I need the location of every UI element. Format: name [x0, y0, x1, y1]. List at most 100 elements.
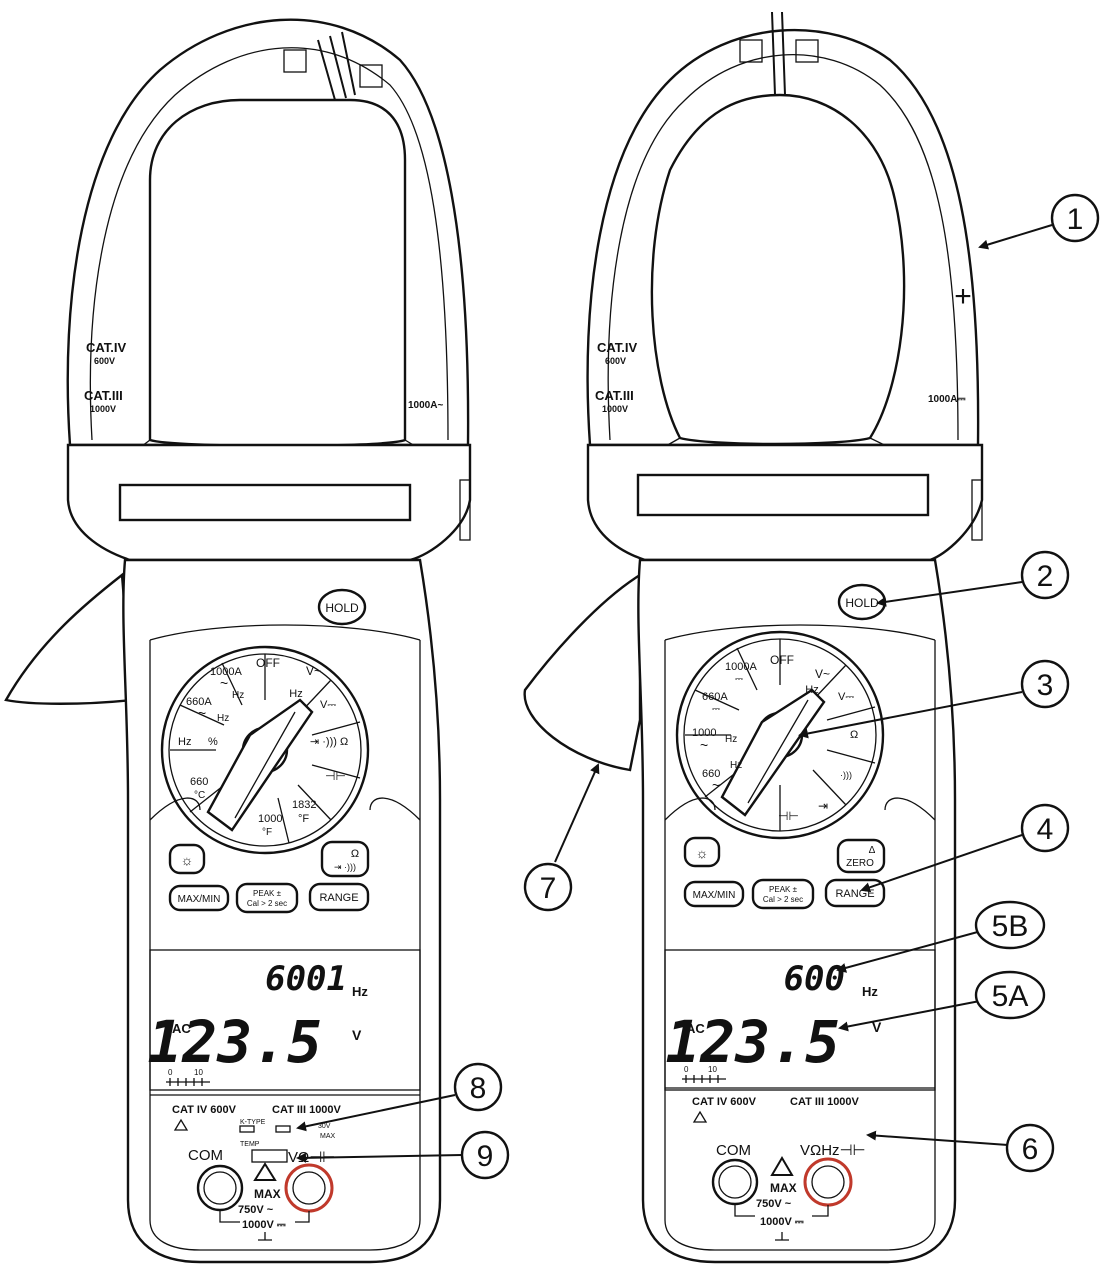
callout-9-label: 9 — [477, 1140, 494, 1173]
right-meter: + CAT.IV 600V CAT.III 1000V 1000A⎓ HOLD — [523, 11, 984, 1264]
left-jaw-rating: 1000A~ — [408, 400, 443, 411]
callout-2 — [1020, 550, 1070, 600]
callout-9-arrow — [296, 1152, 463, 1163]
right-cat4-volt: 600V — [605, 356, 626, 366]
callout-7-label: 7 — [540, 872, 557, 905]
left-dial-660a-ac: ~ — [198, 705, 206, 721]
left-dial-f2: °F — [262, 827, 272, 838]
right-dial-1000-hz: Hz — [725, 734, 737, 745]
left-cat3-volt: 1000V — [90, 404, 116, 414]
right-zero-button[interactable] — [836, 838, 886, 874]
right-maxmin-button[interactable] — [683, 880, 745, 908]
left-maxmin-button[interactable] — [168, 884, 230, 912]
right-jaw-opening — [650, 93, 906, 446]
left-dial-off: OFF — [256, 656, 280, 670]
left-bottom-cat3: CAT III 1000V — [272, 1104, 342, 1116]
callout-8-label: 8 — [470, 1072, 487, 1105]
left-30v-label: 30V — [318, 1123, 331, 1130]
right-dial-knob[interactable] — [720, 688, 826, 817]
callout-5b — [974, 900, 1046, 950]
left-hold-button[interactable] — [317, 588, 367, 626]
left-maxmin-label: MAX/MIN — [178, 894, 221, 905]
left-temp-socket — [251, 1149, 288, 1163]
right-dial-vdc: V⎓ — [838, 691, 854, 703]
left-temp-label: TEMP — [240, 1141, 260, 1148]
left-dial-vdc: V⎓ — [320, 699, 336, 711]
left-backlight-button[interactable] — [168, 843, 206, 875]
callout-7 — [523, 862, 573, 912]
right-dial-660a-dc: ⎓ — [712, 704, 720, 715]
left-lcd-main: 123.5 — [147, 1008, 322, 1076]
right-jaw-mark-2 — [795, 39, 819, 63]
right-lcd-mode: AC — [686, 1021, 705, 1036]
right-lcd-bar-0: 0 — [684, 1065, 689, 1074]
right-cat3-volt: 1000V — [602, 404, 628, 414]
left-dial-1000a-ac: ~ — [220, 675, 228, 691]
callout-8-arrow — [296, 1094, 456, 1132]
callout-5a — [974, 970, 1046, 1020]
right-dial-1000: 1000 — [692, 727, 716, 739]
right-dial-660-ac: ~ — [712, 777, 720, 793]
left-com-label: COM — [188, 1147, 223, 1164]
callout-3-arrow — [798, 691, 1023, 739]
left-warning-icon — [173, 1118, 189, 1131]
left-diode-icon: ⇥ ·))) — [334, 862, 356, 872]
left-ktype-label: K-TYPE — [240, 1119, 266, 1126]
left-backlight-icon: ☼ — [181, 852, 194, 868]
right-1000v-label: 1000V ⎓ — [760, 1216, 804, 1228]
left-cat4-label: CAT.IV — [86, 340, 127, 355]
right-vohm-label: VΩHz⊣⊢ — [800, 1142, 866, 1159]
left-ohm-diode-button[interactable] — [320, 840, 370, 878]
right-lcd-bar-10: 10 — [708, 1065, 717, 1074]
right-lcd-bargraph — [682, 1075, 726, 1083]
callout-7-arrow — [554, 763, 600, 863]
left-lcd-secondary: 6001 — [265, 959, 347, 999]
right-range-label: RANGE — [835, 888, 874, 900]
callout-2-arrow — [876, 581, 1023, 607]
right-dial-1000a-dc: ⎓ — [735, 674, 743, 685]
callout-1-label: 1 — [1067, 203, 1084, 236]
callout-4-arrow — [860, 834, 1023, 893]
right-plus-mark: + — [954, 280, 972, 313]
left-rotary-dial[interactable]: OFF V~ Hz V⎓ ⇥ ·))) Ω ⊣⊢ 1832 °F 1000 °F… — [160, 645, 370, 855]
right-maxmin-label: MAX/MIN — [693, 890, 736, 901]
left-dial-ohm: ⇥ ·))) Ω — [310, 736, 348, 748]
left-cat4-volt: 600V — [94, 356, 115, 366]
right-max-label: MAX — [770, 1181, 797, 1195]
right-peak-label-1: PEAK ± — [769, 885, 798, 894]
callout-6-label: 6 — [1022, 1133, 1039, 1166]
left-dial-pct: % — [208, 736, 218, 748]
right-peak-button[interactable] — [751, 878, 815, 910]
callouts: 1 2 3 4 5B 5A 6 7 8 9 — [296, 193, 1100, 1180]
callout-3 — [1020, 659, 1070, 709]
left-dial-vac: V~ — [306, 664, 321, 678]
left-dial-1000: 1000 — [258, 813, 282, 825]
left-hold-label: HOLD — [325, 601, 359, 615]
left-lcd-secondary-unit: Hz — [352, 984, 368, 999]
left-range-button[interactable] — [308, 882, 370, 912]
right-warning-icon — [692, 1110, 708, 1123]
right-rotary-dial[interactable]: OFF V~ Hz V⎓ Ω ·))) ⇥ ⊣⊢ 660 Hz ~ 1000 H… — [675, 630, 885, 840]
right-dial-hz: Hz — [805, 684, 818, 696]
right-backlight-button[interactable] — [683, 836, 721, 868]
left-dial-knob[interactable] — [206, 698, 314, 832]
right-dial-1000a: 1000A — [725, 661, 757, 673]
callout-3-label: 3 — [1037, 669, 1054, 702]
right-lcd-main: 123.5 — [665, 1008, 840, 1076]
left-dial-660: 660 — [190, 776, 208, 788]
left-dial-cap: ⊣⊢ — [325, 769, 346, 783]
right-dial-off: OFF — [770, 653, 794, 667]
right-dial-ohm: Ω — [850, 729, 858, 741]
left-warning-icon-2 — [253, 1162, 277, 1181]
left-dial-1832: 1832 — [292, 799, 316, 811]
right-trigger — [523, 572, 642, 772]
left-trigger — [4, 572, 134, 705]
right-bottom-cat3: CAT III 1000V — [790, 1096, 860, 1108]
left-peak-button[interactable] — [235, 882, 299, 914]
right-jaw-rating: 1000A⎓ — [928, 394, 965, 405]
callout-5a-arrow — [838, 999, 986, 1032]
right-peak-label-2: Cal > 2 sec — [763, 895, 803, 904]
right-bottom-cat4: CAT IV 600V — [692, 1096, 757, 1108]
right-lcd-main-unit: V — [872, 1019, 882, 1035]
